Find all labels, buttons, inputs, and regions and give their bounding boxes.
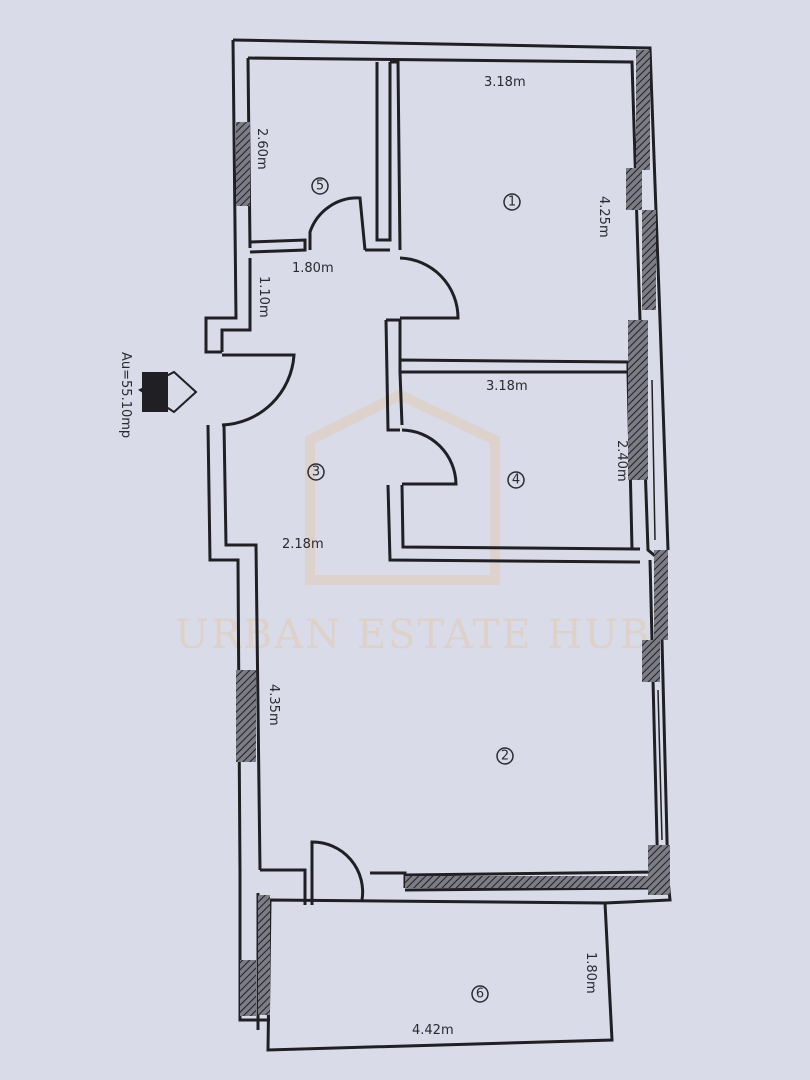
door-room-1 (399, 256, 460, 320)
room-6-width: 4.42m (412, 1023, 454, 1038)
room-number-3: 3 (312, 465, 320, 480)
area-label: Au=55.10mp (118, 352, 133, 438)
doors (221, 196, 460, 905)
hatched-walls (236, 50, 670, 1016)
room-number-2: 2 (501, 749, 509, 764)
room-number-6: 6 (476, 987, 484, 1002)
door-entrance (221, 353, 296, 427)
room-number-5: 5 (316, 179, 324, 194)
entrance-arrow-icon (138, 370, 198, 414)
hall-length: 1.10m (256, 276, 271, 318)
room-6-length: 1.80m (583, 952, 598, 994)
dimensions: 3.18m 4.25m 2.60m 1.80m 1.10m 3.18m 2.40… (254, 75, 629, 1038)
walls (204, 38, 672, 1052)
watermark-text: URBAN ESTATE HUB (175, 612, 651, 658)
hall-width: 1.80m (292, 261, 334, 276)
room-numbers: 1 2 3 4 5 6 (307, 177, 525, 1003)
room-number-4: 4 (512, 473, 520, 488)
room-5-length: 2.60m (254, 128, 269, 170)
door-room-5 (308, 196, 367, 251)
room-number-1: 1 (508, 195, 516, 210)
room-3-width: 2.18m (282, 537, 324, 552)
door-room-4 (401, 428, 458, 486)
room-1-width: 3.18m (484, 75, 526, 90)
room-1-length: 4.25m (596, 196, 611, 238)
watermark: URBAN ESTATE HUB (175, 389, 651, 658)
room-4-length: 2.40m (614, 440, 629, 482)
room-4-width: 3.18m (486, 379, 528, 394)
door-balcony (310, 840, 365, 905)
room-3-length: 4.35m (266, 684, 281, 726)
watermark-house-icon (305, 389, 500, 585)
